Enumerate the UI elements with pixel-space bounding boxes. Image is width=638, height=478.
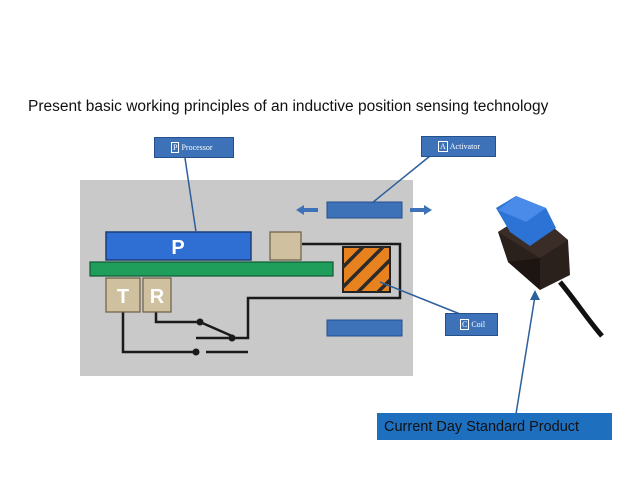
switch-contacts	[192, 318, 236, 356]
receiver-letter: R	[150, 286, 165, 308]
product-arrow-head	[530, 290, 540, 300]
processor-callout-code: P	[171, 142, 180, 153]
circuit-board	[89, 261, 334, 277]
activator-callout: A Activator	[421, 136, 496, 157]
transmitter-block	[105, 277, 141, 313]
activator-bar-bottom	[326, 319, 403, 337]
activator-pad	[269, 231, 302, 261]
processor-block	[105, 231, 252, 261]
coil-callout: C Coil	[445, 313, 498, 336]
arrow-left-icon	[296, 205, 318, 215]
coil-callout-code: C	[460, 319, 470, 330]
product-banner: Current Day Standard Product	[377, 413, 612, 440]
product-image	[496, 196, 604, 338]
arrow-right-icon	[410, 205, 432, 215]
wiring	[121, 242, 402, 354]
transmitter-letter: T	[117, 286, 129, 308]
activator-bar-top	[326, 201, 403, 219]
processor-callout-label: Processor	[181, 143, 213, 152]
processor-callout: P Processor	[154, 137, 234, 158]
callout-leaders	[184, 155, 536, 415]
slide-title: Present basic working principles of an i…	[28, 98, 549, 115]
coil-callout-label: Coil	[471, 320, 486, 329]
activator-callout-label: Activator	[449, 142, 480, 151]
receiver-block	[142, 277, 172, 313]
movement-arrows	[296, 205, 432, 215]
processor-letter: P	[171, 237, 184, 259]
activator-callout-code: A	[438, 141, 448, 152]
